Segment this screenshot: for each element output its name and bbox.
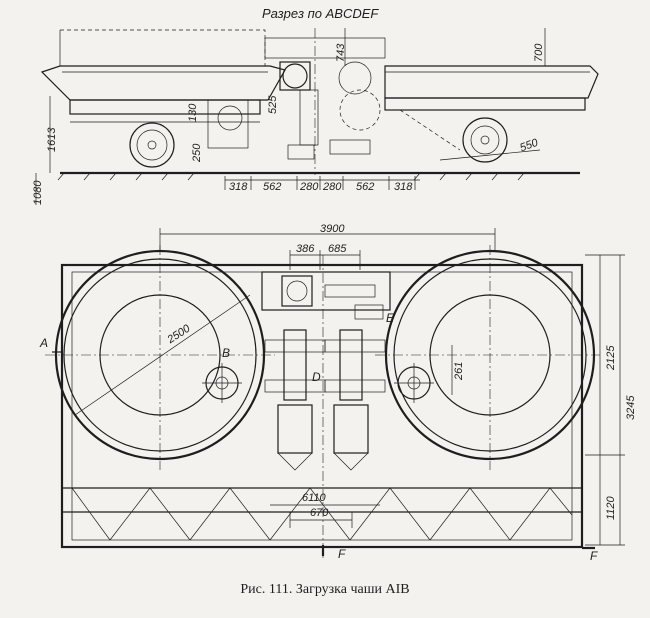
dim-wheel-550: 550 bbox=[518, 136, 540, 154]
dim-1120: 1120 bbox=[605, 495, 617, 520]
section-title: Разрез по ABCDEF bbox=[262, 6, 379, 21]
figure-caption: Рис. 111. Загрузка чаши АІВ bbox=[240, 582, 410, 597]
dim-386: 386 bbox=[296, 243, 315, 255]
dim-743: 743 bbox=[335, 43, 347, 62]
label-e: E bbox=[386, 311, 395, 325]
plan-view: 3900 386 685 2500 bbox=[39, 223, 637, 563]
label-a: A bbox=[39, 336, 48, 350]
dim-6110: 6110 bbox=[302, 492, 327, 504]
dim-1080: 1080 bbox=[32, 180, 44, 205]
dim-bottom-318a: 318 bbox=[229, 181, 248, 193]
dim-3900: 3900 bbox=[320, 223, 345, 235]
label-f-bottom: F bbox=[338, 547, 346, 561]
dim-130: 130 bbox=[187, 103, 199, 122]
dim-1613: 1613 bbox=[46, 127, 58, 152]
dim-bottom-562b: 562 bbox=[356, 181, 374, 193]
side-view: 743 700 1613 130 525 250 1080 550 318 56… bbox=[32, 28, 599, 205]
label-d: D bbox=[312, 370, 321, 384]
dim-261: 261 bbox=[453, 362, 465, 381]
dim-685: 685 bbox=[328, 243, 347, 255]
dim-700: 700 bbox=[533, 43, 545, 62]
dim-3245: 3245 bbox=[625, 395, 637, 420]
dim-2500: 2500 bbox=[164, 322, 193, 346]
label-b: B bbox=[222, 346, 230, 360]
dim-670: 670 bbox=[310, 507, 329, 519]
dim-bottom-562a: 562 bbox=[263, 181, 281, 193]
dim-bottom-318b: 318 bbox=[394, 181, 413, 193]
dim-bottom-280a: 280 bbox=[299, 181, 319, 193]
dim-250: 250 bbox=[191, 143, 203, 163]
dim-525: 525 bbox=[267, 95, 279, 114]
label-f-right: F bbox=[590, 549, 598, 563]
dim-bottom-280b: 280 bbox=[322, 181, 342, 193]
dim-2125: 2125 bbox=[605, 345, 617, 371]
